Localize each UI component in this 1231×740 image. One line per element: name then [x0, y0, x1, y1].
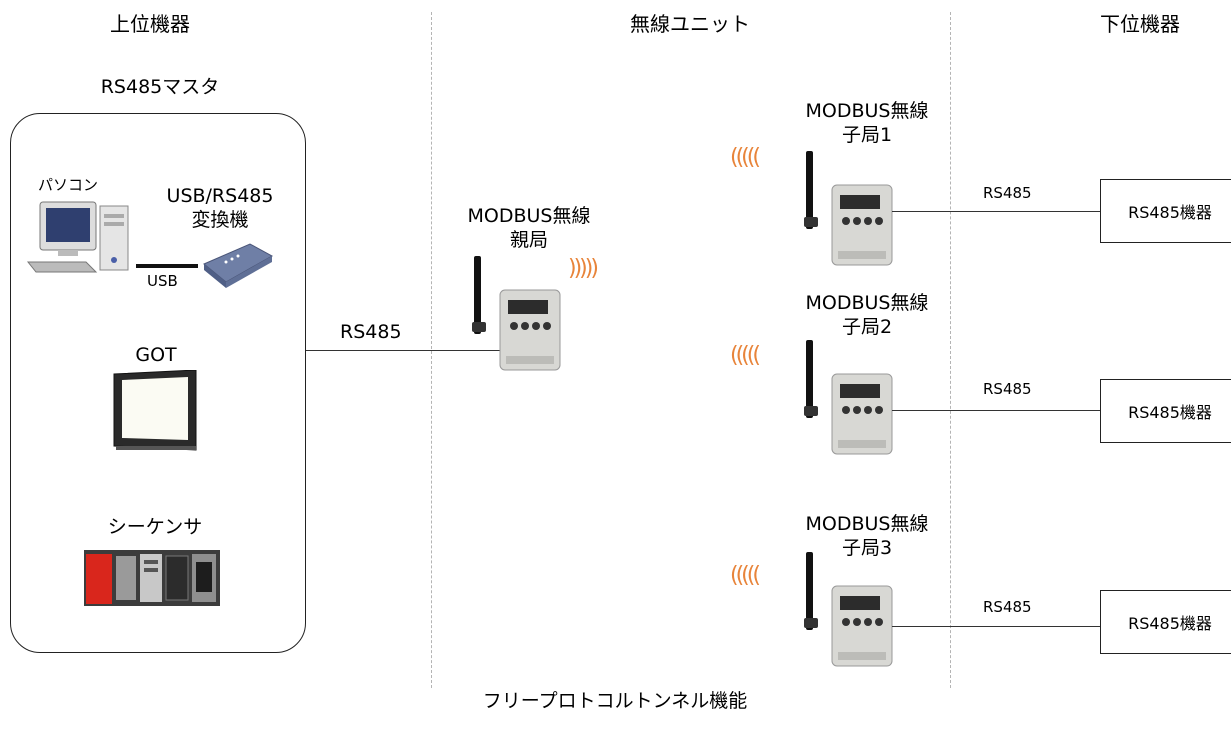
- usb-label: USB: [147, 272, 178, 290]
- child-3-signal-waves-icon: (((((: [730, 563, 761, 588]
- rs485-link-label-child-2: RS485: [983, 380, 1032, 398]
- pc-icon: [26, 201, 129, 273]
- parent-station-label: MODBUS無線 親局: [467, 205, 591, 251]
- rs485-link-label-child-3: RS485: [983, 598, 1032, 616]
- plc-label: シーケンサ: [107, 516, 203, 538]
- child-station-1-label: MODBUS無線 子局1: [805, 100, 929, 146]
- header-upper-devices: 上位機器: [110, 12, 190, 36]
- parent-station-device-icon: [472, 256, 561, 371]
- rs485-link-child-2: [892, 410, 1100, 411]
- rs485-device-1: RS485機器: [1100, 179, 1231, 243]
- usb-cable: [136, 264, 198, 268]
- got-label: GOT: [135, 344, 177, 366]
- divider-wireless-lower: [950, 12, 951, 688]
- child-station-2-label: MODBUS無線 子局2: [805, 292, 929, 338]
- plc-sequencer-icon: [84, 550, 220, 606]
- parent-signal-waves-icon: ))))): [568, 256, 599, 281]
- header-wireless-unit: 無線ユニット: [630, 12, 750, 36]
- master-title: RS485マスタ: [100, 76, 220, 98]
- converter-label: USB/RS485 変換機: [166, 185, 274, 231]
- rs485-link-label-child-1: RS485: [983, 184, 1032, 202]
- header-lower-devices: 下位機器: [1100, 12, 1180, 36]
- child-station-3-device-icon: [804, 552, 893, 667]
- pc-label: パソコン: [38, 176, 99, 194]
- child-station-2-device-icon: [804, 340, 893, 455]
- child-station-3-label: MODBUS無線 子局3: [805, 513, 929, 559]
- rs485-device-2: RS485機器: [1100, 379, 1231, 443]
- master-group-box: [10, 113, 306, 653]
- child-station-1-device-icon: [804, 151, 893, 266]
- rs485-link-master-parent: [306, 350, 504, 351]
- rs485-device-3: RS485機器: [1100, 590, 1231, 654]
- child-1-signal-waves-icon: (((((: [730, 145, 761, 170]
- diagram-caption: フリープロトコルトンネル機能: [482, 690, 748, 712]
- got-touch-panel-icon: [113, 370, 197, 451]
- rs485-link-label-master: RS485: [340, 321, 402, 343]
- rs485-link-child-3: [892, 626, 1100, 627]
- usb-rs485-converter-icon: [203, 243, 274, 288]
- child-2-signal-waves-icon: (((((: [730, 343, 761, 368]
- rs485-link-child-1: [892, 211, 1100, 212]
